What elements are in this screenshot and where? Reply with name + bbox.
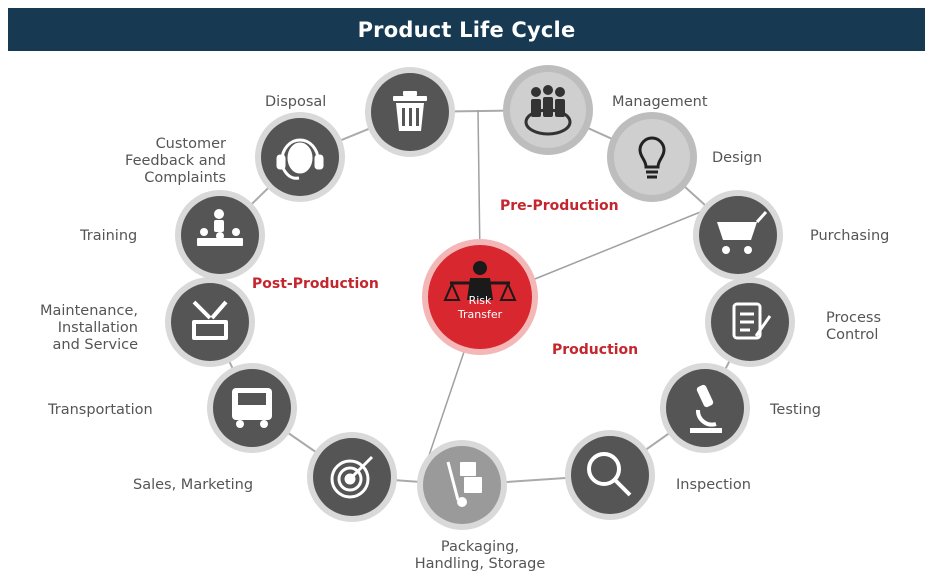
stage-label-process-control-2: Control [826,327,878,343]
magnifier-icon [587,452,632,497]
stage-label-transportation: Transportation [47,402,153,418]
stage-label-sales-marketing: Sales, Marketing [133,477,253,493]
stage-packaging: Packaging, Handling, Storage [415,440,546,572]
stage-label-packaging-1: Packaging, [441,539,519,555]
stage-label-inspection: Inspection [676,477,751,493]
stage-label-packaging-2: Handling, Storage [415,556,546,572]
stage-label-process-control-1: Process [826,310,881,326]
toolbox-icon [192,300,228,340]
stage-label-maintenance-3: and Service [53,337,139,353]
phase-label-pre-production: Pre-Production [500,198,619,214]
checklist-icon [732,302,772,340]
stage-customer-feedback: Customer Feedback and Complaints [125,112,345,202]
stage-inspection: Inspection [565,430,751,520]
phase-label-production: Production [552,342,638,358]
headset-icon [276,138,324,180]
stage-label-management: Management [612,94,708,110]
center-node: Risk Transfer [422,239,538,355]
stage-disposal: Disposal [265,67,455,157]
stage-label-customer-feedback-2: Feedback and [125,153,226,169]
lightbulb-icon [638,136,666,179]
stage-label-maintenance-1: Maintenance, [40,303,138,319]
shopping-cart-icon [717,210,768,254]
phase-label-post-production: Post-Production [252,276,379,292]
scales-person-icon [443,261,517,301]
stage-label-design: Design [712,150,762,166]
stage-management: Management [503,65,708,155]
stage-label-disposal: Disposal [265,94,326,110]
stage-maintenance: Maintenance, Installation and Service [40,277,255,367]
stage-sales-marketing: Sales, Marketing [133,432,397,522]
microscope-icon [690,384,722,433]
hand-truck-icon [446,461,482,507]
stage-purchasing: Purchasing [693,190,889,280]
page-title: Product Life Cycle [357,17,576,42]
stage-label-training: Training [79,228,137,244]
center-label-line1: Risk [469,294,492,307]
title-bar: Product Life Cycle [8,8,925,51]
stage-label-maintenance-2: Installation [58,320,138,336]
classroom-icon [197,209,243,246]
truck-icon [232,388,272,428]
stage-label-customer-feedback-1: Customer [156,136,226,152]
stage-testing: Testing [660,363,821,453]
stage-label-customer-feedback-3: Complaints [144,170,226,186]
trash-icon [393,91,427,131]
stage-label-testing: Testing [769,402,821,418]
stage-process-control: Process Control [705,277,881,367]
people-globe-icon [524,85,572,136]
center-label-line2: Transfer [457,308,503,321]
stage-training: Training [79,190,265,280]
stage-label-purchasing: Purchasing [810,228,889,244]
target-icon [330,455,374,499]
stage-transportation: Transportation [47,363,297,453]
stage-design: Design [607,112,762,202]
